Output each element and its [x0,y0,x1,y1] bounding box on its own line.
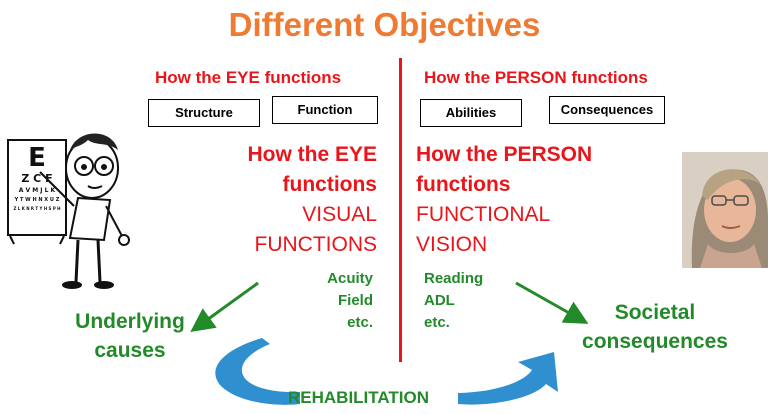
underlying-line: Underlying [75,310,185,333]
right-big-text: How the PERSON functions FUNCTIONAL VISI… [416,140,656,260]
rehabilitation-label: REHABILITATION [288,388,430,407]
right-big-line-1: How the PERSON [416,143,593,166]
eye-chart-line-4: Y T W H N X U Z [14,197,60,203]
structure-box: Structure [148,99,260,127]
societal-consequences: Societal consequences [580,298,730,356]
consequences-box: Consequences [549,96,665,124]
center-divider [399,58,402,362]
underlying-causes: Underlying causes [70,307,190,365]
example-etc-right: etc. [424,314,450,331]
left-big-line-4: FUNCTIONS [254,233,378,256]
example-reading: Reading [424,270,484,287]
left-big-line-1: How the EYE [247,143,377,166]
societal-line: Societal [614,301,696,324]
eye-chart-line-2: Z C F [21,172,53,185]
left-big-text: How the EYE functions VISUAL FUNCTIONS [157,140,377,260]
right-heading: How the PERSON functions [424,68,648,87]
right-big-line-2: functions [416,173,511,196]
example-acuity: Acuity [327,270,373,287]
left-big-line-2: functions [282,173,378,196]
green-arrow-icon [190,281,259,333]
eye-chart-line-5: Z L K N R T Y H S P H [13,206,61,211]
woman-portrait-icon [682,152,768,268]
causes-line: causes [94,339,166,362]
eye-chart-line-1: E [28,143,46,173]
abilities-box: Abilities [420,99,522,127]
left-big-line-3: VISUAL [302,203,377,226]
green-arrow-icon [515,281,589,324]
example-adl: ADL [424,292,455,309]
function-box: Function [272,96,378,124]
blue-curved-arrow-icon [458,352,558,405]
eye-chart-cartoon-icon [7,133,130,289]
consequences-line: consequences [582,330,728,353]
right-big-line-3: FUNCTIONAL [416,203,551,226]
example-field: Field [337,292,373,309]
right-big-line-4: VISION [416,233,488,256]
blue-curved-arrow-icon [215,338,300,405]
example-etc-left: etc. [347,314,373,331]
eye-chart-line-3: A V M J L K [18,187,56,194]
right-examples: Reading ADL etc. [424,268,524,334]
eye-chart-letters: E Z C F A V M J L K Y T W H N X U Z Z L … [10,144,64,213]
diagram-title: Different Objectives [228,6,541,43]
left-examples: Acuity Field etc. [273,268,373,334]
left-heading: How the EYE functions [155,68,342,87]
